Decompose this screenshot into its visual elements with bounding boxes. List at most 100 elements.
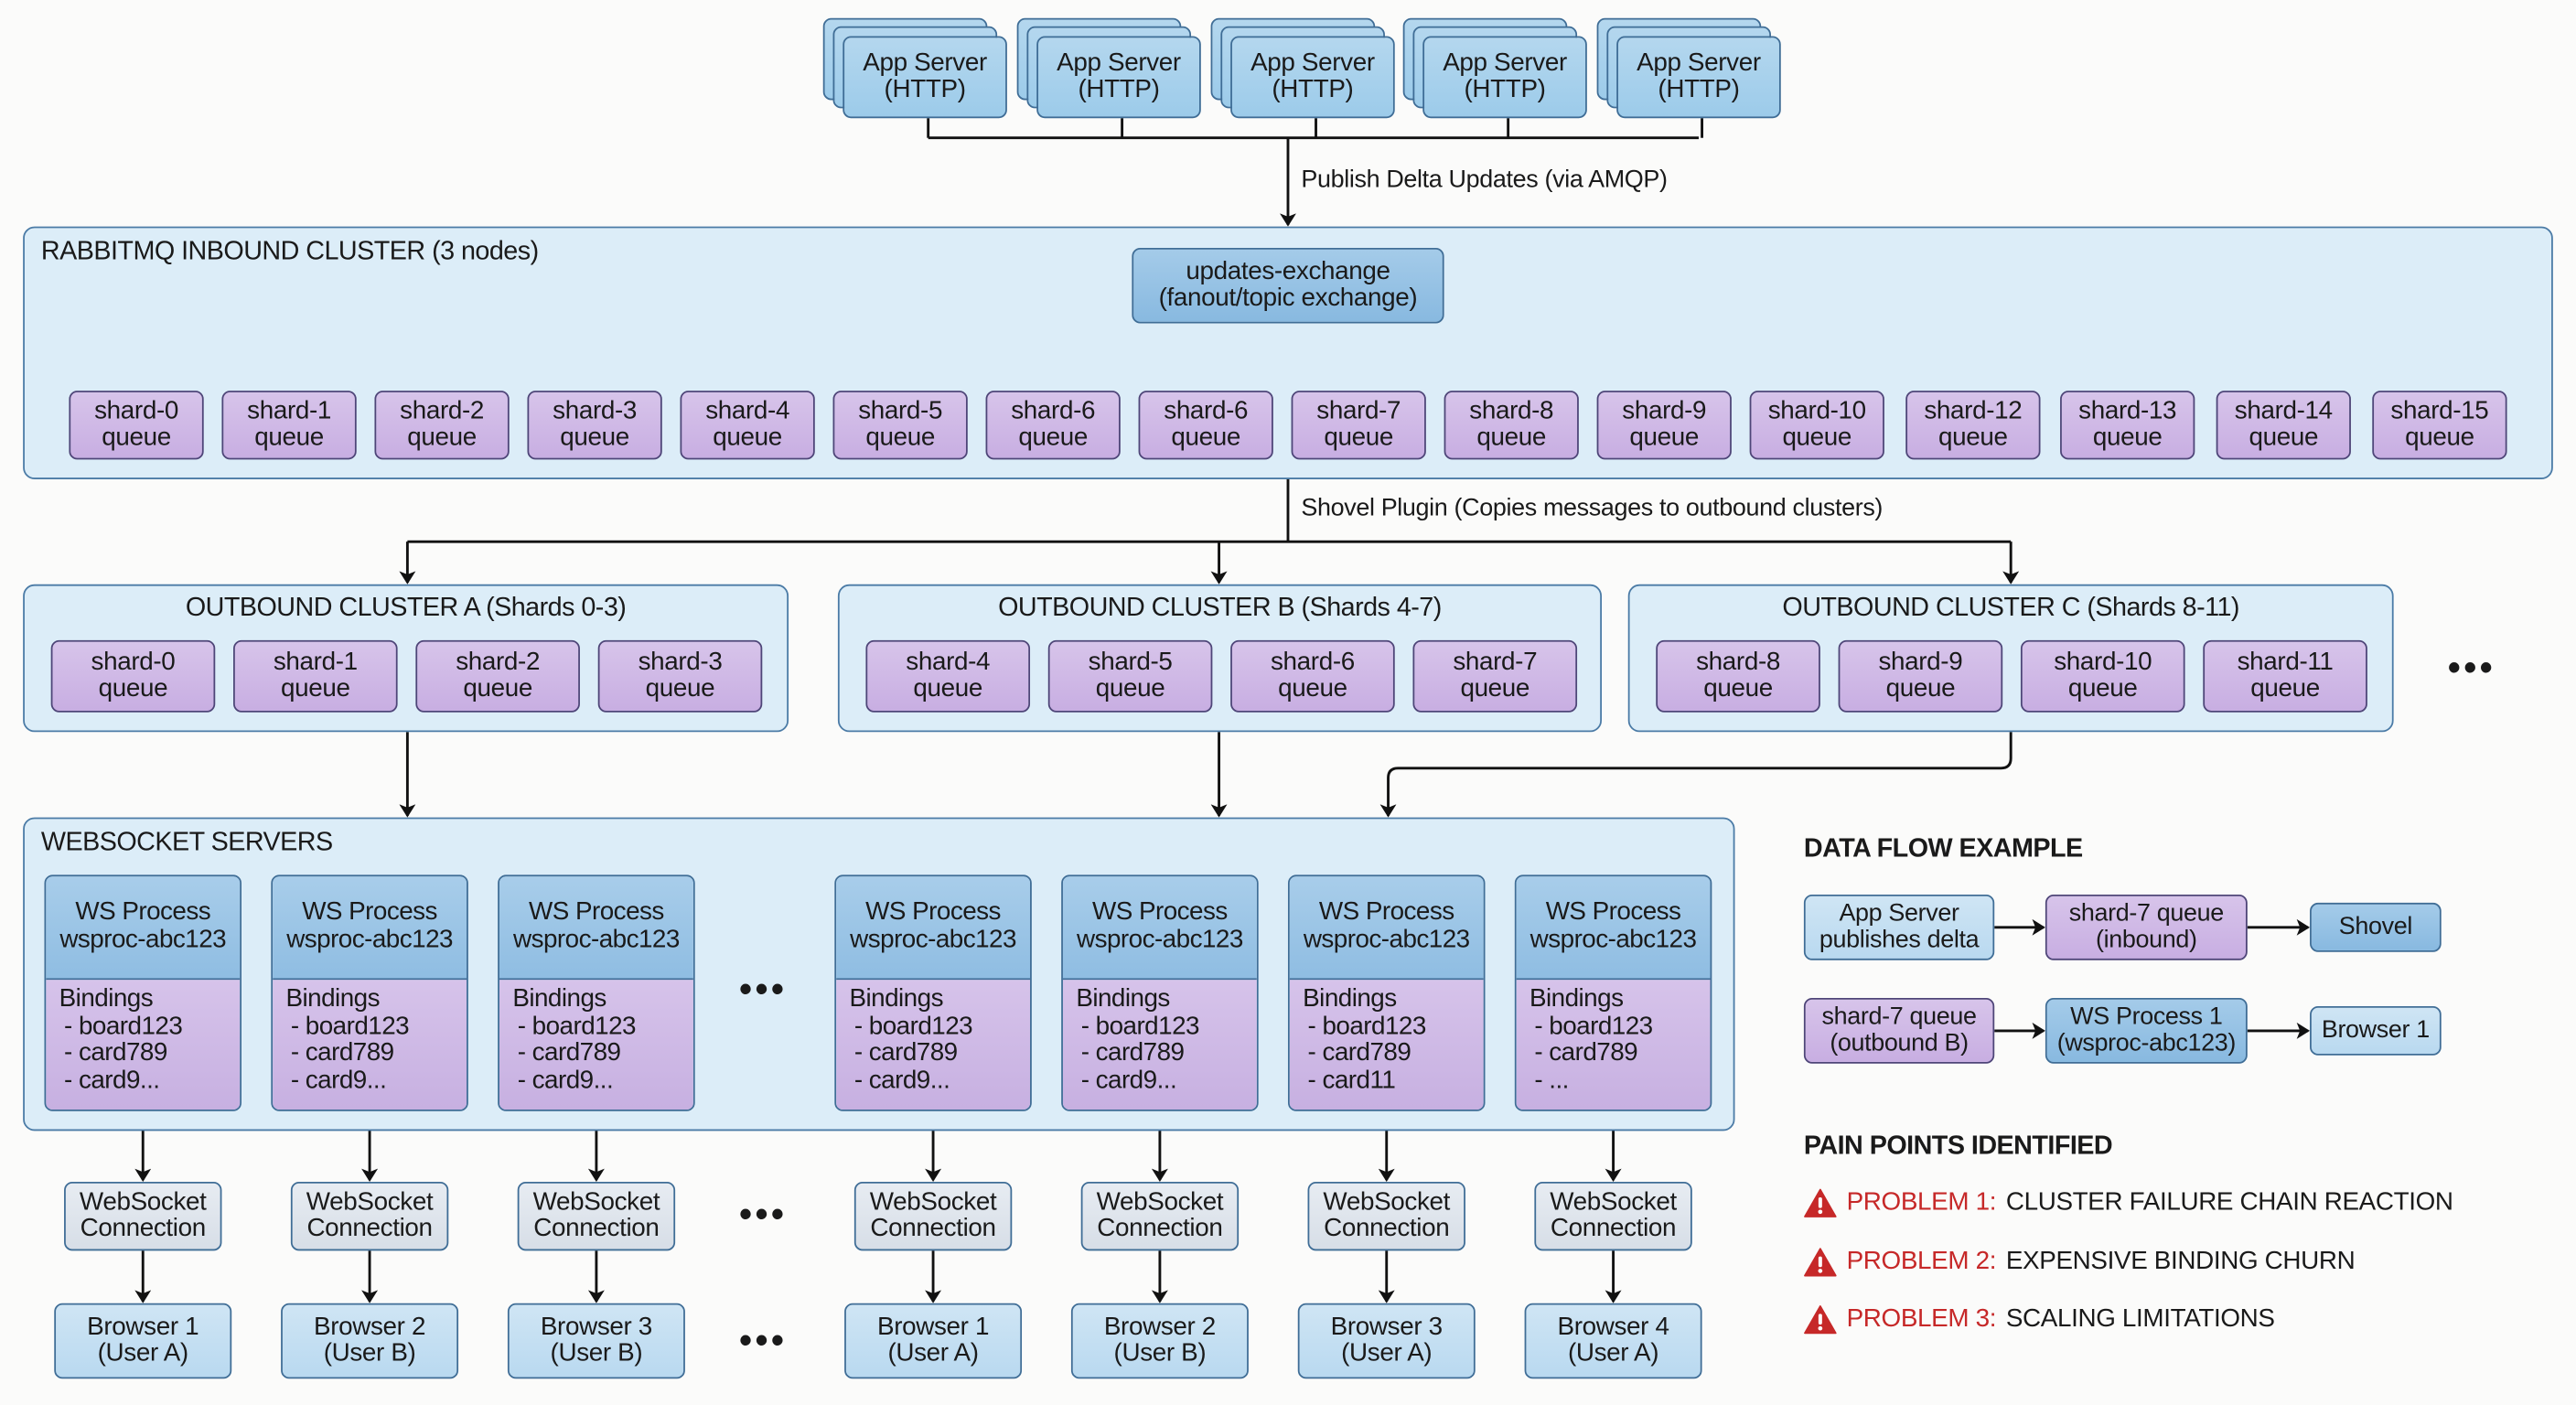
shard-name: shard-7 (1316, 396, 1401, 425)
data-flow-node-subtitle: (wsproc-abc123) (2056, 1029, 2237, 1057)
data-flow-node-subtitle: (outbound B) (1830, 1029, 1969, 1057)
data-flow-node[interactable]: shard-7 queue(inbound) (2045, 894, 2248, 960)
shard-name: shard-0 (94, 396, 178, 425)
bindings-title: Bindings (59, 984, 154, 1014)
binding-item: - ... (1534, 1067, 1569, 1096)
warning-icon (1804, 1305, 1837, 1335)
app-server[interactable]: App Server(HTTP) (1036, 36, 1201, 119)
app-server[interactable]: App Server(HTTP) (843, 36, 1007, 119)
data-flow-node[interactable]: Shovel (2310, 902, 2442, 952)
shard-type: queue (865, 423, 935, 452)
shard-type: queue (2067, 674, 2138, 703)
shard-name: shard-13 (2078, 396, 2177, 425)
browser-client[interactable]: Browser 2(User B) (281, 1303, 459, 1379)
browser-client-title: Browser 3 (540, 1313, 652, 1341)
browser-client[interactable]: Browser 3(User B) (507, 1303, 685, 1379)
browser-client[interactable]: Browser 1(User A) (844, 1303, 1023, 1379)
bindings-title: Bindings (1076, 984, 1170, 1014)
shard-type: queue (645, 674, 715, 703)
binding-item: - board123 (1080, 1012, 1200, 1041)
cluster-c-to-ws-arrow (1379, 732, 2012, 818)
data-flow-node[interactable]: Browser 1 (2310, 1005, 2442, 1056)
shard-type: queue (1938, 423, 2008, 452)
browser-client[interactable]: Browser 3(User A) (1297, 1303, 1476, 1379)
data-flow-node[interactable]: shard-7 queue(outbound B) (1803, 997, 1995, 1064)
app-server[interactable]: App Server(HTTP) (1230, 36, 1395, 119)
websocket-servers-title: WEBSOCKET SERVERS (40, 829, 333, 857)
shard-name: shard-9 (1622, 396, 1707, 425)
browser-client[interactable]: Browser 2(User B) (1070, 1303, 1249, 1379)
binding-item: - card9... (1080, 1067, 1177, 1096)
browser-client[interactable]: Browser 4(User A) (1524, 1303, 1702, 1379)
data-flow-node-title: App Server (1839, 899, 1959, 928)
app-server-protocol: (HTTP) (1078, 75, 1160, 104)
ws-process-id: wsproc-abc123 (286, 926, 453, 954)
browser-client-subtitle: (User B) (550, 1339, 643, 1367)
browser-client-title: Browser 3 (1330, 1313, 1443, 1341)
shard-name: shard-1 (273, 648, 358, 676)
more-connections-ellipsis: ••• (739, 1193, 788, 1235)
ws-process-label: WS Process (1545, 898, 1681, 927)
ws-process-label: WS Process (302, 898, 437, 927)
shard-name: shard-10 (2054, 648, 2152, 676)
shard-name: shard-10 (1767, 396, 1866, 425)
more-browsers-ellipsis: ••• (739, 1319, 788, 1361)
shard-name: shard-14 (2234, 396, 2333, 425)
exchange-type: (fanout/topic exchange) (1158, 284, 1418, 312)
app-server[interactable]: App Server(HTTP) (1616, 36, 1781, 119)
browser-client[interactable]: Browser 1(User A) (54, 1303, 232, 1379)
ws-process-bindings: Bindings- board123- card789- card9... (836, 980, 1031, 1110)
browser-client-subtitle: (User B) (323, 1339, 416, 1367)
ws-process-label: WS Process (1092, 898, 1228, 927)
updates-exchange[interactable]: updates-exchange (fanout/topic exchange) (1132, 247, 1444, 324)
data-flow-node[interactable]: WS Process 1(wsproc-abc123) (2045, 997, 2248, 1064)
shard-type: queue (2250, 674, 2320, 703)
pain-point-item: PROBLEM 1:CLUSTER FAILURE CHAIN REACTION (1804, 1188, 2453, 1217)
app-server[interactable]: App Server(HTTP) (1422, 36, 1587, 119)
